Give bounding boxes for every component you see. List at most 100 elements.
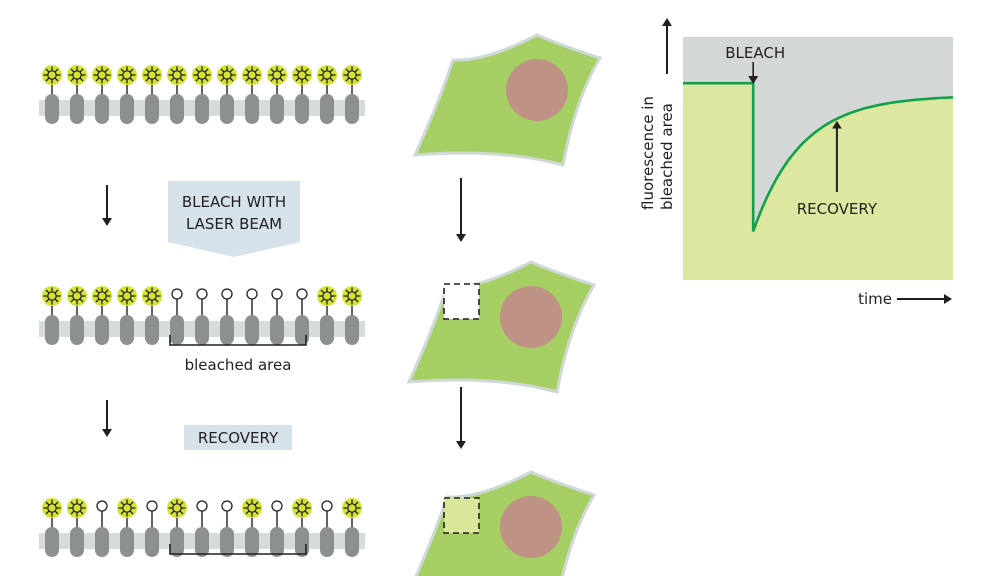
- bleached-tag-icon: [196, 288, 208, 300]
- recovered-area-bracket: [169, 544, 307, 555]
- bleach-label-line2: LASER BEAM: [186, 215, 282, 233]
- membrane-protein: [145, 94, 159, 124]
- fluorescent-tag-icon: [67, 498, 87, 518]
- membrane-protein: [195, 315, 209, 345]
- membrane-protein: [70, 315, 84, 345]
- membrane-protein: [195, 94, 209, 124]
- membrane-protein: [320, 315, 334, 345]
- bleached-tag-icon: [96, 500, 108, 512]
- membrane-protein: [220, 315, 234, 345]
- cell-body: [406, 260, 597, 394]
- membrane-protein: [245, 315, 259, 345]
- membrane-protein: [245, 94, 259, 124]
- fluorescent-tag-icon: [167, 498, 187, 518]
- bleached-tag-icon: [271, 288, 283, 300]
- membrane-protein: [70, 527, 84, 557]
- membrane-protein: [145, 527, 159, 557]
- bleached-tag-icon: [296, 288, 308, 300]
- bleached-tag-icon: [221, 288, 233, 300]
- bleached-area-label: bleached area: [185, 356, 292, 374]
- recovery-label-box: [184, 425, 292, 450]
- membrane-protein: [195, 527, 209, 557]
- fluorescent-tag-icon: [317, 65, 337, 85]
- chart-fluorescence-area: [683, 83, 953, 280]
- membrane-row-bleached: [39, 286, 365, 345]
- membrane-protein: [70, 94, 84, 124]
- bleached-tag-icon: [321, 500, 333, 512]
- fluorescent-tag-icon: [42, 65, 62, 85]
- membrane-protein: [295, 94, 309, 124]
- fluorescent-tag-icon: [117, 498, 137, 518]
- membrane-protein: [45, 94, 59, 124]
- chart-recovery-annotation: RECOVERY: [797, 200, 878, 218]
- fluorescent-tag-icon: [242, 498, 262, 518]
- fluorescent-tag-icon: [267, 65, 287, 85]
- membrane-protein: [270, 527, 284, 557]
- fluorescent-tag-icon: [317, 286, 337, 306]
- bleached-area-bracket: [169, 335, 307, 346]
- fluorescent-tag-icon: [67, 286, 87, 306]
- membrane-row-recovered: [39, 498, 365, 557]
- bleached-tag-icon: [196, 500, 208, 512]
- fluorescent-tag-icon: [42, 498, 62, 518]
- membrane-protein: [120, 94, 134, 124]
- membrane-protein: [220, 94, 234, 124]
- fluorescent-tag-icon: [142, 65, 162, 85]
- nucleus: [506, 59, 568, 121]
- bleached-tag-icon: [246, 288, 258, 300]
- nucleus: [500, 286, 562, 348]
- recovery-label: RECOVERY: [198, 429, 279, 447]
- membrane-protein: [270, 94, 284, 124]
- fluorescent-tag-icon: [242, 65, 262, 85]
- membrane-protein: [170, 94, 184, 124]
- bleached-region: [443, 283, 480, 320]
- x-axis-label: time: [858, 290, 892, 308]
- chart-bleach-annotation: BLEACH: [725, 44, 785, 62]
- fluorescent-tag-icon: [142, 286, 162, 306]
- membrane-protein: [220, 527, 234, 557]
- membrane-protein: [120, 527, 134, 557]
- membrane-protein: [345, 527, 359, 557]
- bleached-tag-icon: [171, 288, 183, 300]
- cell-recovered: [414, 470, 597, 576]
- y-axis-label-line2: bleached area: [658, 103, 676, 210]
- fluorescent-tag-icon: [342, 65, 362, 85]
- membrane-protein: [345, 315, 359, 345]
- membrane-protein: [45, 527, 59, 557]
- fluorescent-tag-icon: [342, 498, 362, 518]
- cell-bleached: [406, 260, 597, 394]
- fluorescent-tag-icon: [67, 65, 87, 85]
- membrane-protein: [45, 315, 59, 345]
- membrane-protein: [295, 315, 309, 345]
- membrane-protein: [95, 315, 109, 345]
- membrane-protein: [345, 94, 359, 124]
- fluorescent-tag-icon: [92, 286, 112, 306]
- fluorescent-tag-icon: [117, 286, 137, 306]
- fluorescent-tag-icon: [167, 65, 187, 85]
- fluorescent-tag-icon: [217, 65, 237, 85]
- bleach-label-line1: BLEACH WITH: [182, 193, 286, 211]
- y-axis-label-line1: fluorescence in: [639, 96, 657, 210]
- membrane-protein: [295, 527, 309, 557]
- membrane-protein: [145, 315, 159, 345]
- membrane-protein: [170, 527, 184, 557]
- cell-before: [412, 33, 603, 167]
- membrane-protein: [320, 527, 334, 557]
- membrane-protein: [320, 94, 334, 124]
- bleached-tag-icon: [271, 500, 283, 512]
- membrane-protein: [170, 315, 184, 345]
- fluorescent-tag-icon: [292, 498, 312, 518]
- membrane-protein: [245, 527, 259, 557]
- membrane-row-before: [39, 65, 365, 124]
- chart-fluorescence-line: [683, 81, 954, 232]
- fluorescent-tag-icon: [117, 65, 137, 85]
- bleached-tag-icon: [146, 500, 158, 512]
- nucleus: [500, 496, 562, 558]
- fluorescent-tag-icon: [342, 286, 362, 306]
- fluorescent-tag-icon: [292, 65, 312, 85]
- membrane-protein: [95, 94, 109, 124]
- membrane-protein: [120, 315, 134, 345]
- fluorescent-tag-icon: [192, 65, 212, 85]
- fluorescent-tag-icon: [92, 65, 112, 85]
